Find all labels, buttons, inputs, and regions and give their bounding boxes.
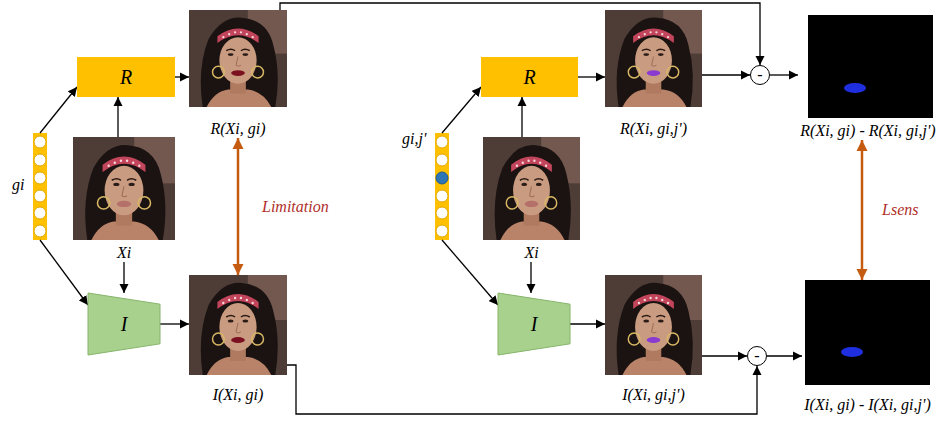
mask-panel: I(Xi, gi) - I(Xi, gi,j')	[802, 280, 933, 414]
flow-arrow	[530, 262, 531, 293]
input-photo	[73, 137, 175, 240]
flow-arrow	[280, 3, 760, 65]
loss-label: Limitation	[260, 198, 331, 216]
mask-panel: R(Xi, gi) - R(Xi, gi,j')	[798, 15, 938, 140]
flow-arrow	[702, 74, 750, 75]
flow-arrow	[521, 97, 522, 137]
image-panel: I(Xi, gi)	[189, 275, 287, 404]
flow-arrow	[442, 240, 498, 305]
flow-arrow	[40, 240, 88, 305]
difference-mask	[808, 15, 933, 118]
image-panel: I(Xi, gi,j')	[605, 275, 702, 404]
flow-arrow	[442, 87, 481, 133]
node-label: gi	[12, 176, 24, 194]
trapezoid-shape	[498, 293, 570, 355]
input-vector: gi	[33, 133, 47, 240]
node-label: gi,j'	[402, 130, 426, 148]
flow-arrow	[117, 97, 118, 137]
output-photo	[189, 275, 287, 375]
output-photo	[605, 10, 702, 107]
output-photo	[605, 275, 702, 375]
flow-arrow	[578, 76, 605, 77]
flow-arrow	[570, 323, 605, 324]
flow-arrow	[770, 74, 798, 75]
loss-arrow	[861, 140, 864, 280]
trapezoid-shape	[88, 293, 160, 355]
loss-arrow	[237, 138, 240, 275]
output-photo	[189, 10, 287, 107]
input-photo	[483, 137, 580, 240]
flow-arrow	[175, 76, 189, 77]
node-label: -	[754, 348, 759, 364]
difference-mask	[805, 280, 930, 385]
flow-arrow	[40, 87, 77, 133]
difference-op: -	[750, 65, 770, 85]
node-label: I	[531, 313, 538, 335]
input-vector: gi,j'	[435, 133, 449, 240]
network-box: R	[481, 57, 578, 97]
image-panel: Xi	[483, 137, 580, 262]
network-trapezoid: I	[498, 293, 570, 355]
node-label: R	[120, 66, 132, 88]
image-caption: Xi	[117, 244, 131, 262]
flow-arrow	[702, 355, 747, 356]
vector-column	[33, 133, 47, 240]
image-caption: I(Xi, gi)	[213, 386, 264, 404]
flow-arrow	[160, 323, 189, 324]
image-caption: I(Xi, gi) - I(Xi, gi,j')	[804, 396, 931, 414]
flow-arrow	[287, 365, 757, 414]
difference-op: -	[747, 346, 767, 366]
node-label: -	[757, 67, 762, 83]
image-panel: R(Xi, gi,j')	[605, 10, 702, 138]
image-caption: R(Xi, gi,j')	[620, 120, 687, 138]
image-caption: R(Xi, gi)	[210, 120, 265, 138]
node-label: I	[121, 313, 128, 335]
network-box: R	[77, 57, 175, 97]
loss-label: Lsens	[880, 201, 920, 219]
node-label: R	[523, 66, 535, 88]
flow-arrow	[123, 262, 124, 293]
image-panel: R(Xi, gi)	[189, 10, 287, 138]
flow-arrow	[767, 355, 802, 356]
vector-column	[435, 133, 449, 240]
image-caption: I(Xi, gi,j')	[622, 386, 685, 404]
image-caption: R(Xi, gi) - R(Xi, gi,j')	[800, 122, 935, 140]
network-trapezoid: I	[88, 293, 160, 355]
image-caption: Xi	[524, 244, 538, 262]
image-panel: Xi	[73, 137, 175, 262]
